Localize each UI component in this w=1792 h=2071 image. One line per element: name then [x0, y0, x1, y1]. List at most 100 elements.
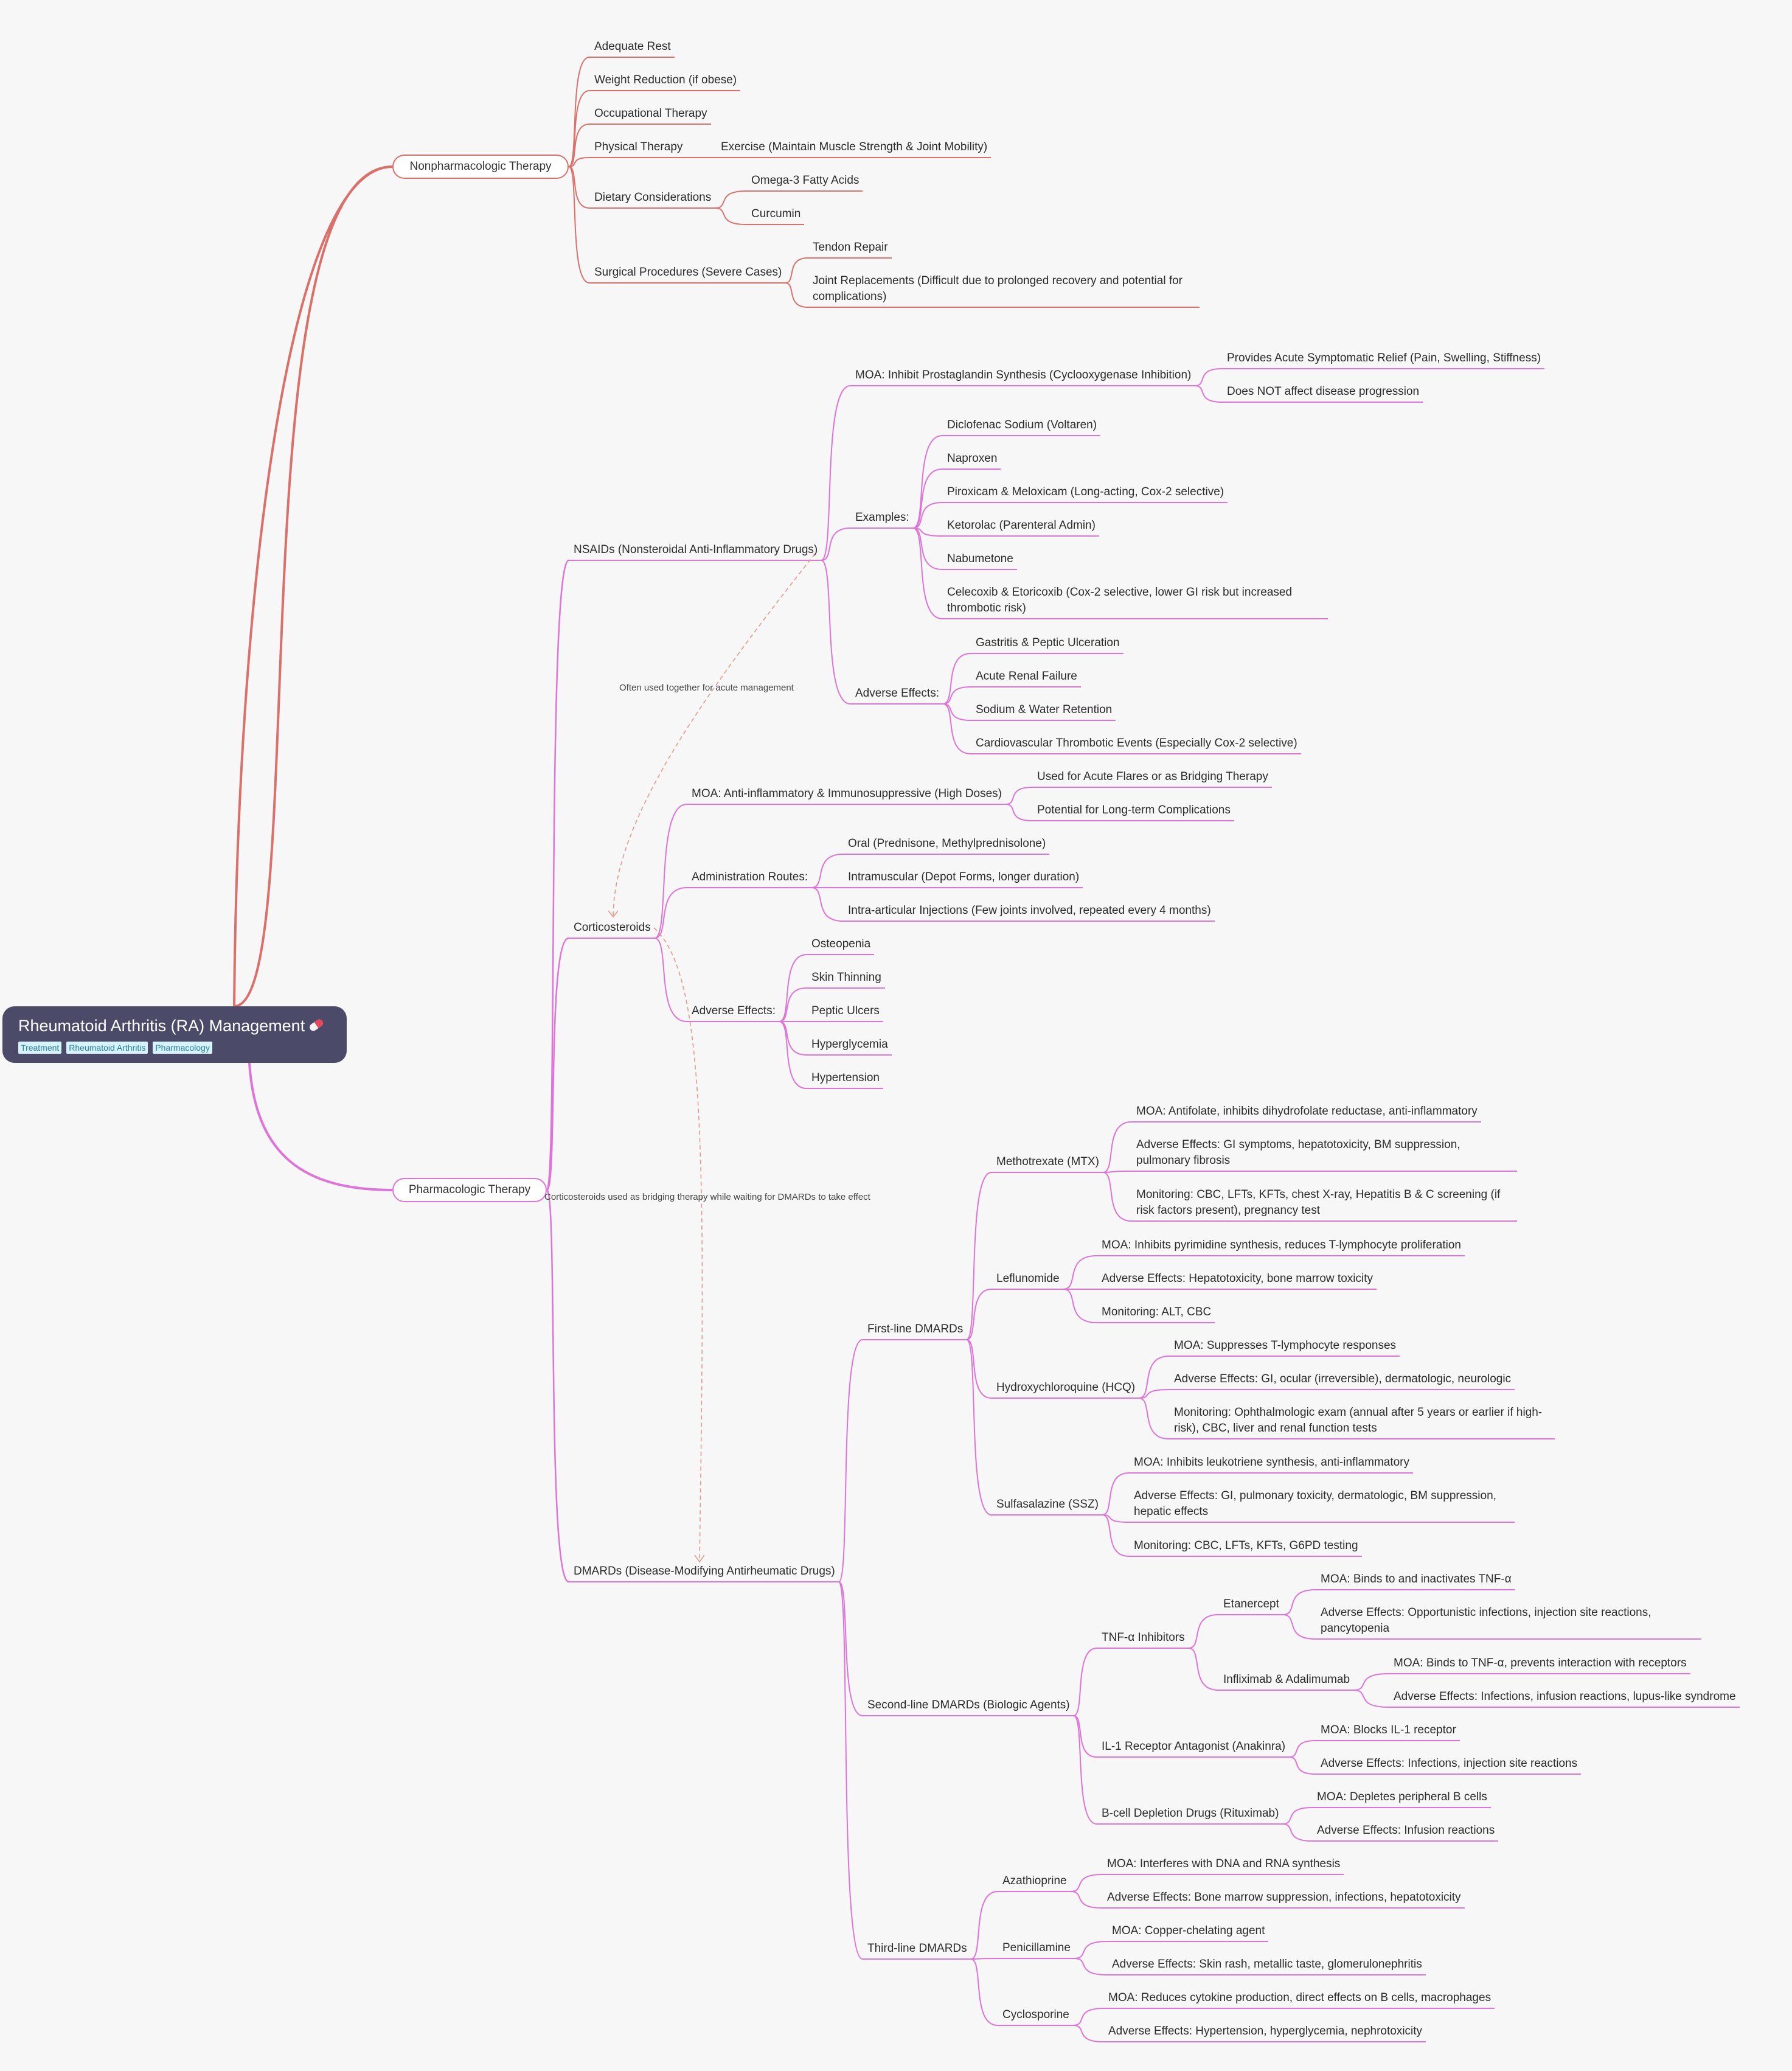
- node-cortico-long-term[interactable]: Potential for Long-term Complications: [1037, 804, 1231, 816]
- node-hypertension[interactable]: Hypertension: [811, 1071, 880, 1084]
- node-il1-adverse[interactable]: Adverse Effects: Infections, injection s…: [1321, 1757, 1578, 1770]
- node-nsaids-adverse[interactable]: Adverse Effects:: [855, 687, 939, 700]
- node-ketorolac[interactable]: Ketorolac (Parenteral Admin): [947, 519, 1096, 532]
- node-nsaids-moa[interactable]: MOA: Inhibit Prostaglandin Synthesis (Cy…: [855, 369, 1192, 381]
- node-second-line[interactable]: Second-line DMARDs (Biologic Agents): [867, 1699, 1070, 1711]
- node-route-intraarticular[interactable]: Intra-articular Injections (Few joints i…: [848, 904, 1211, 917]
- tag-rheumatoid-arthritis[interactable]: Rheumatoid Arthritis: [66, 1042, 148, 1054]
- pharm-node[interactable]: Pharmacologic Therapy: [392, 1178, 547, 1202]
- edge-connector: [942, 686, 971, 705]
- node-pen-moa[interactable]: MOA: Copper-chelating agent: [1112, 1924, 1265, 1937]
- node-occupational-therapy[interactable]: Occupational Therapy: [594, 107, 707, 120]
- node-tnf-inhibitors[interactable]: TNF-α Inhibitors: [1102, 1631, 1185, 1644]
- node-ssz[interactable]: Sulfasalazine (SSZ): [996, 1498, 1099, 1511]
- node-nabumetone[interactable]: Nabumetone: [947, 552, 1013, 565]
- edge-connector: [1005, 804, 1033, 821]
- node-inf-adverse[interactable]: Adverse Effects: Infections, infusion re…: [1394, 1690, 1736, 1703]
- node-bcell-moa[interactable]: MOA: Depletes peripheral B cells: [1317, 1791, 1487, 1803]
- node-ssz-moa[interactable]: MOA: Inhibits leukotriene synthesis, ant…: [1134, 1456, 1410, 1469]
- node-cyc-moa[interactable]: MOA: Reduces cytokine production, direct…: [1108, 1991, 1492, 2004]
- node-pen-adverse[interactable]: Adverse Effects: Skin rash, metallic tas…: [1112, 1958, 1422, 1971]
- relation-arrowhead-cortico-dmards: [694, 1554, 705, 1563]
- node-surgical-procedures[interactable]: Surgical Procedures (Severe Cases): [594, 266, 782, 279]
- node-penicillamine[interactable]: Penicillamine: [1002, 1941, 1071, 1954]
- node-gastritis[interactable]: Gastritis & Peptic Ulceration: [976, 636, 1120, 649]
- node-mtx-monitoring[interactable]: Monitoring: CBC, LFTs, KFTs, chest X-ray…: [1136, 1188, 1501, 1217]
- node-physical-therapy[interactable]: Physical Therapy: [594, 141, 683, 153]
- node-mtx-adverse[interactable]: Adverse Effects: GI symptoms, hepatotoxi…: [1136, 1138, 1460, 1167]
- node-exercise[interactable]: Exercise (Maintain Muscle Strength & Joi…: [721, 141, 988, 153]
- edge-connector: [1353, 1673, 1389, 1691]
- node-inf-moa[interactable]: MOA: Binds to TNF-α, prevents interactio…: [1394, 1657, 1687, 1669]
- edge-connector: [779, 954, 807, 1022]
- node-sodium-retention[interactable]: Sodium & Water Retention: [976, 703, 1113, 716]
- node-dietary-considerations[interactable]: Dietary Considerations: [594, 191, 712, 204]
- tag-pharmacology[interactable]: Pharmacology: [153, 1042, 212, 1054]
- node-eta-adverse[interactable]: Adverse Effects: Opportunistic infection…: [1321, 1606, 1651, 1635]
- node-lef-moa[interactable]: MOA: Inhibits pyrimidine synthesis, redu…: [1102, 1239, 1462, 1251]
- node-cv-thrombotic[interactable]: Cardiovascular Thrombotic Events (Especi…: [976, 737, 1297, 750]
- node-adequate-rest[interactable]: Adequate Rest: [594, 40, 671, 53]
- node-curcumin[interactable]: Curcumin: [751, 207, 801, 220]
- node-eta-moa[interactable]: MOA: Binds to and inactivates TNF-α: [1321, 1573, 1512, 1585]
- root-topic[interactable]: Rheumatoid Arthritis (RA) Management Tre…: [2, 1006, 347, 1063]
- node-il1-moa[interactable]: MOA: Blocks IL-1 receptor: [1321, 1724, 1456, 1736]
- node-joint-replacements[interactable]: Joint Replacements (Difficult due to pro…: [813, 274, 1183, 303]
- node-renal-failure[interactable]: Acute Renal Failure: [976, 670, 1077, 683]
- node-nsaids-moa-progression[interactable]: Does NOT affect disease progression: [1227, 385, 1420, 398]
- node-cyclosporine[interactable]: Cyclosporine: [1002, 2008, 1069, 2021]
- node-cortico-adverse[interactable]: Adverse Effects:: [692, 1004, 776, 1017]
- node-infliximab[interactable]: Infliximab & Adalimumab: [1223, 1673, 1350, 1686]
- edge-connector: [1138, 1389, 1170, 1399]
- relation-label-nsaid-cortico: Often used together for acute management: [619, 683, 794, 693]
- node-celecoxib[interactable]: Celecoxib & Etoricoxib (Cox-2 selective,…: [947, 586, 1293, 614]
- node-nsaids-moa-relief[interactable]: Provides Acute Symptomatic Relief (Pain,…: [1227, 352, 1541, 364]
- node-peptic-ulcers[interactable]: Peptic Ulcers: [811, 1004, 880, 1017]
- edge-connector: [970, 1891, 998, 1960]
- node-cortico-acute-flares[interactable]: Used for Acute Flares or as Bridging The…: [1037, 770, 1268, 783]
- node-tendon-repair[interactable]: Tendon Repair: [813, 241, 888, 254]
- node-aza-adverse[interactable]: Adverse Effects: Bone marrow suppression…: [1107, 1891, 1461, 1904]
- node-nsaids-examples[interactable]: Examples:: [855, 511, 909, 524]
- edge-connector: [838, 1339, 863, 1582]
- node-cortico-routes[interactable]: Administration Routes:: [692, 871, 808, 883]
- node-nsaids[interactable]: NSAIDs (Nonsteroidal Anti-Inflammatory D…: [574, 543, 818, 556]
- node-methotrexate[interactable]: Methotrexate (MTX): [996, 1155, 1099, 1168]
- node-skin-thinning[interactable]: Skin Thinning: [811, 971, 881, 984]
- edge-connector: [654, 938, 687, 1022]
- node-bcell-depletion[interactable]: B-cell Depletion Drugs (Rituximab): [1102, 1807, 1279, 1820]
- tag-treatment[interactable]: Treatment: [18, 1042, 62, 1054]
- node-route-im[interactable]: Intramuscular (Depot Forms, longer durat…: [848, 871, 1080, 883]
- node-ssz-monitoring[interactable]: Monitoring: CBC, LFTs, KFTs, G6PD testin…: [1134, 1539, 1358, 1552]
- node-diclofenac[interactable]: Diclofenac Sodium (Voltaren): [947, 419, 1097, 431]
- node-weight-reduction[interactable]: Weight Reduction (if obese): [594, 74, 737, 86]
- node-corticosteroids[interactable]: Corticosteroids: [574, 921, 651, 934]
- node-bcell-adverse[interactable]: Adverse Effects: Infusion reactions: [1317, 1824, 1495, 1837]
- node-ssz-adverse[interactable]: Adverse Effects: GI, pulmonary toxicity,…: [1134, 1489, 1496, 1518]
- node-route-oral[interactable]: Oral (Prednisone, Methylprednisolone): [848, 837, 1046, 850]
- node-hcq-monitoring[interactable]: Monitoring: Ophthalmologic exam (annual …: [1174, 1406, 1543, 1435]
- node-hyperglycemia[interactable]: Hyperglycemia: [811, 1038, 888, 1051]
- node-lef-monitoring[interactable]: Monitoring: ALT, CBC: [1102, 1306, 1212, 1318]
- node-leflunomide[interactable]: Leflunomide: [996, 1272, 1060, 1285]
- edge-connector: [821, 385, 851, 561]
- node-hcq[interactable]: Hydroxychloroquine (HCQ): [996, 1381, 1136, 1394]
- node-cortico-moa[interactable]: MOA: Anti-inflammatory & Immunosuppressi…: [692, 787, 1002, 800]
- nonpharm-node[interactable]: Nonpharmacologic Therapy: [392, 155, 569, 179]
- node-cyc-adverse[interactable]: Adverse Effects: Hypertension, hyperglyc…: [1108, 2025, 1423, 2038]
- node-hcq-adverse[interactable]: Adverse Effects: GI, ocular (irreversibl…: [1174, 1373, 1512, 1385]
- node-etanercept[interactable]: Etanercept: [1223, 1598, 1279, 1610]
- node-third-line[interactable]: Third-line DMARDs: [867, 1942, 967, 1955]
- node-osteopenia[interactable]: Osteopenia: [811, 938, 871, 950]
- node-azathioprine[interactable]: Azathioprine: [1002, 1874, 1067, 1887]
- node-naproxen[interactable]: Naproxen: [947, 452, 998, 465]
- node-omega-3[interactable]: Omega-3 Fatty Acids: [751, 174, 860, 187]
- node-piroxicam[interactable]: Piroxicam & Meloxicam (Long-acting, Cox-…: [947, 486, 1224, 498]
- node-aza-moa[interactable]: MOA: Interferes with DNA and RNA synthes…: [1107, 1857, 1341, 1870]
- node-mtx-moa[interactable]: MOA: Antifolate, inhibits dihydrofolate …: [1136, 1105, 1478, 1118]
- node-lef-adverse[interactable]: Adverse Effects: Hepatotoxicity, bone ma…: [1102, 1272, 1373, 1285]
- node-first-line[interactable]: First-line DMARDs: [867, 1323, 964, 1335]
- node-hcq-moa[interactable]: MOA: Suppresses T-lymphocyte responses: [1174, 1339, 1397, 1352]
- node-il1-antagonist[interactable]: IL-1 Receptor Antagonist (Anakinra): [1102, 1740, 1286, 1753]
- node-dmards[interactable]: DMARDs (Disease-Modifying Antirheumatic …: [574, 1565, 835, 1578]
